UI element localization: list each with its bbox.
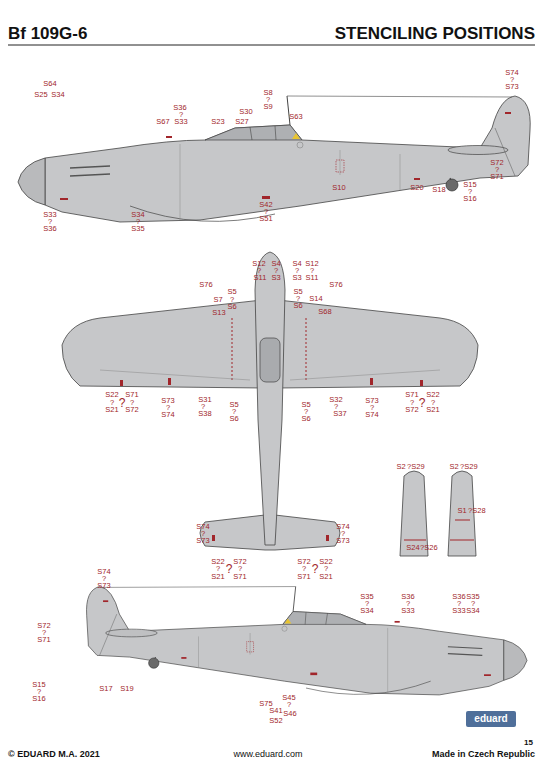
callout-number: S73 [196,537,209,545]
callout-number: S6 [227,303,236,311]
callout-number: S33 [174,118,187,126]
website: www.eduard.com [233,750,302,759]
logo-text: eduard [474,714,507,724]
callout-number: S38 [198,410,211,418]
callout-number: ? [302,565,306,573]
callout-number: S28 [472,507,485,515]
callout-number: S18 [432,186,445,194]
callout-number: S72 [405,406,418,414]
callout-number: ? [287,701,291,709]
callout-number: S63 [289,113,302,121]
callout-number: S17 [99,685,112,693]
origin-note: Made in Czech Republic [432,750,535,759]
callout-number: S71 [233,573,246,581]
callout-number: S29 [464,463,477,471]
callout-number: S27 [235,118,248,126]
callout-number: ? [407,463,411,471]
callout-number: S19 [120,685,133,693]
callout-number: S76 [199,281,212,289]
callout-number: S6 [301,415,310,423]
callout-number: S74 [161,411,174,419]
callout-number: S30 [239,108,252,116]
copyright: © EDUARD M.A. 2021 [8,750,100,759]
callout-number: S52 [269,717,282,725]
callout-number: ? [419,397,426,409]
callout-number: S21 [105,406,118,414]
callout-number: ? [238,565,242,573]
callout-number: S23 [211,118,224,126]
callout-number: S11 [306,274,319,282]
callout-number: ? [468,507,472,515]
callout-number: S71 [37,636,50,644]
callout-number: S71 [297,573,310,581]
callout-number: S34 [51,91,64,99]
callout-number: S72 [125,406,138,414]
callout-number: S9 [263,103,272,111]
callout-number: S16 [32,695,45,703]
callout-number: S73 [97,582,110,590]
callout-number: S33 [452,607,465,615]
callout-number: S14 [309,295,322,303]
callout-number: S22 [426,391,439,399]
callout-number: S68 [318,308,331,316]
callout-number: S64 [43,80,56,88]
callout-number: S71 [490,173,503,181]
callout-number: ? [312,563,319,575]
callout-number: S71 [125,391,138,399]
callout-number: S71 [405,391,418,399]
callout-number: S21 [426,406,439,414]
page-number: 15 [524,739,533,747]
callout-number: S24 [406,544,419,552]
callout-number: ? [119,397,126,409]
callout-number: ? [460,463,464,471]
callout-number: S51 [259,215,272,223]
callout-number: S29 [411,463,424,471]
callout-number: S10 [332,184,345,192]
callout-number: S41 [269,707,282,715]
callout-number: S7 [213,296,222,304]
callout-number: S34 [360,607,373,615]
callout-number: S3 [271,274,280,282]
callout-number: ? [420,544,424,552]
callout-number: S2 [396,463,405,471]
callout-number: S22 [105,391,118,399]
callout-number: S2 [449,463,458,471]
callout-number: S11 [254,274,267,282]
callout-number: S1 [457,507,466,515]
callout-number: ? [216,565,220,573]
callout-number: S76 [329,281,342,289]
callout-number: ? [324,565,328,573]
page-title: STENCILING POSITIONS [335,25,535,42]
callout-number: S25 [34,91,47,99]
callout-number: S35 [131,225,144,233]
callout-number: S36 [43,225,56,233]
callout-number: S33 [401,607,414,615]
callout-number: S74 [365,411,378,419]
callout-number: S67 [156,118,169,126]
callout-number: S37 [333,410,346,418]
callout-number: S3 [292,274,301,282]
callout-number: S34 [466,607,479,615]
callout-number: S46 [283,710,296,718]
callout-number: S21 [319,573,332,581]
callout-number: S13 [212,309,225,317]
callout-number: ? [226,563,233,575]
callout-number: S21 [211,573,224,581]
model-name: Bf 109G-6 [8,25,87,42]
callout-number: S26 [424,544,437,552]
callout-number: S73 [505,83,518,91]
callout-number: S6 [293,302,302,310]
callout-number: S16 [463,195,476,203]
callout-number: S20 [410,184,423,192]
callout-number: S5 [227,288,236,296]
callout-number: S73 [336,537,349,545]
callout-number: S6 [229,415,238,423]
